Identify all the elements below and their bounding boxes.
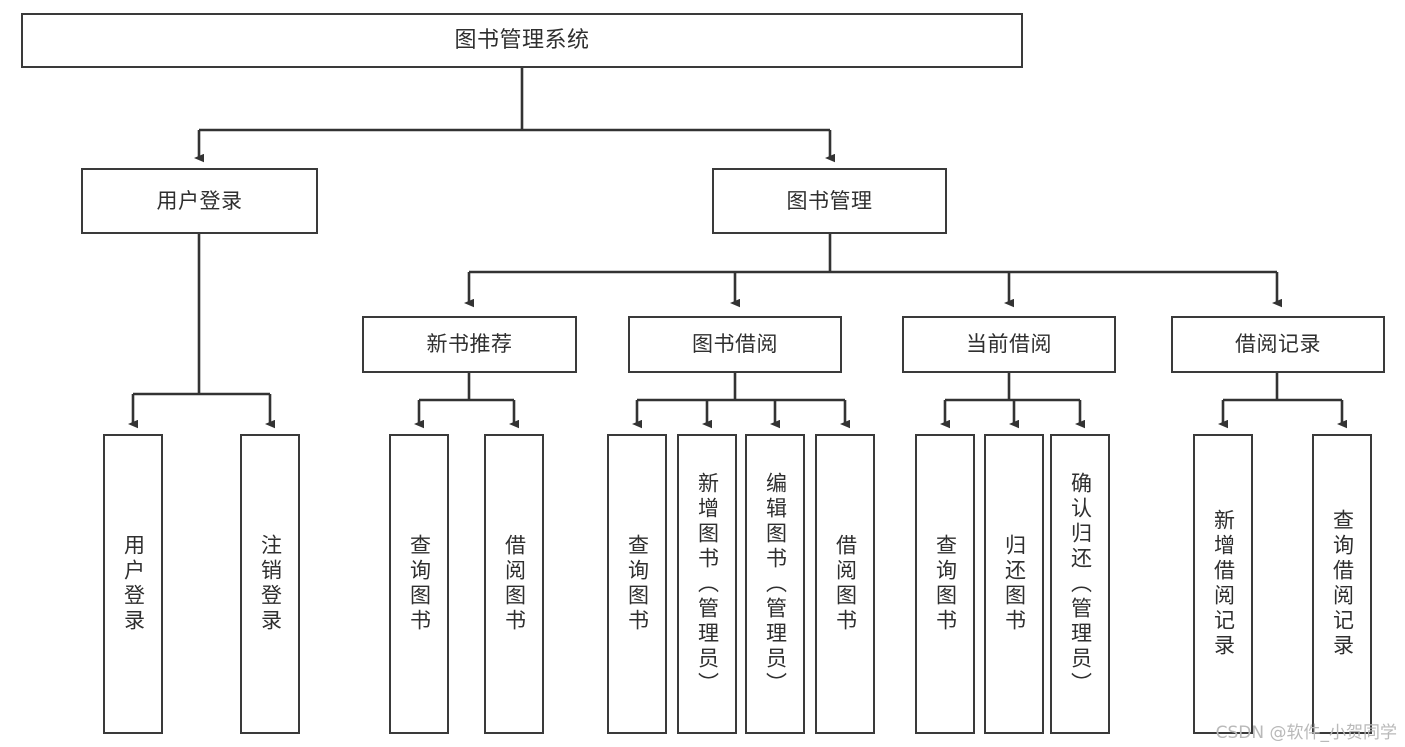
leaf-nb-query-book[interactable]: 查询图书 [389,434,449,734]
node-user-login-label: 用户登录 [156,188,243,213]
node-book-borrow[interactable]: 图书借阅 [628,316,842,373]
leaf-logout-label: 注销登录 [258,534,283,634]
node-borrow-record[interactable]: 借阅记录 [1171,316,1385,373]
node-book-management-label: 图书管理 [786,188,873,213]
leaf-br-add-record-label: 新增借阅记录 [1211,509,1236,659]
node-user-login[interactable]: 用户登录 [81,168,318,234]
leaf-bb-borrow-book-label: 借阅图书 [833,534,858,634]
leaf-bb-query-book[interactable]: 查询图书 [607,434,667,734]
leaf-cb-confirm-return[interactable]: 确认归还（管理员） [1050,434,1110,734]
leaf-br-query-record-label: 查询借阅记录 [1330,509,1355,659]
node-root[interactable]: 图书管理系统 [21,13,1023,68]
node-book-management[interactable]: 图书管理 [712,168,947,234]
leaf-br-add-record[interactable]: 新增借阅记录 [1193,434,1253,734]
leaf-cb-confirm-return-label: 确认归还（管理员） [1068,471,1093,697]
leaf-nb-borrow-book[interactable]: 借阅图书 [484,434,544,734]
node-current-borrow-label: 当前借阅 [966,332,1052,357]
node-current-borrow[interactable]: 当前借阅 [902,316,1116,373]
leaf-cb-return-book-label: 归还图书 [1002,534,1027,634]
leaf-bb-edit-book[interactable]: 编辑图书（管理员） [745,434,805,734]
leaf-cb-query-book[interactable]: 查询图书 [915,434,975,734]
node-new-book-recommend[interactable]: 新书推荐 [362,316,577,373]
node-book-borrow-label: 图书借阅 [692,332,778,357]
leaf-nb-query-book-label: 查询图书 [407,534,432,634]
leaf-cb-query-book-label: 查询图书 [933,534,958,634]
leaf-bb-add-book-label: 新增图书（管理员） [695,471,720,697]
node-root-label: 图书管理系统 [454,27,590,53]
leaf-bb-add-book[interactable]: 新增图书（管理员） [677,434,737,734]
leaf-user-login[interactable]: 用户登录 [103,434,163,734]
leaf-cb-return-book[interactable]: 归还图书 [984,434,1044,734]
leaf-br-query-record[interactable]: 查询借阅记录 [1312,434,1372,734]
leaf-bb-edit-book-label: 编辑图书（管理员） [763,471,788,697]
leaf-bb-borrow-book[interactable]: 借阅图书 [815,434,875,734]
leaf-nb-borrow-book-label: 借阅图书 [502,534,527,634]
node-borrow-record-label: 借阅记录 [1235,332,1321,357]
leaf-logout[interactable]: 注销登录 [240,434,300,734]
leaf-bb-query-book-label: 查询图书 [625,534,650,634]
leaf-user-login-label: 用户登录 [121,534,146,634]
node-new-book-recommend-label: 新书推荐 [426,332,513,357]
